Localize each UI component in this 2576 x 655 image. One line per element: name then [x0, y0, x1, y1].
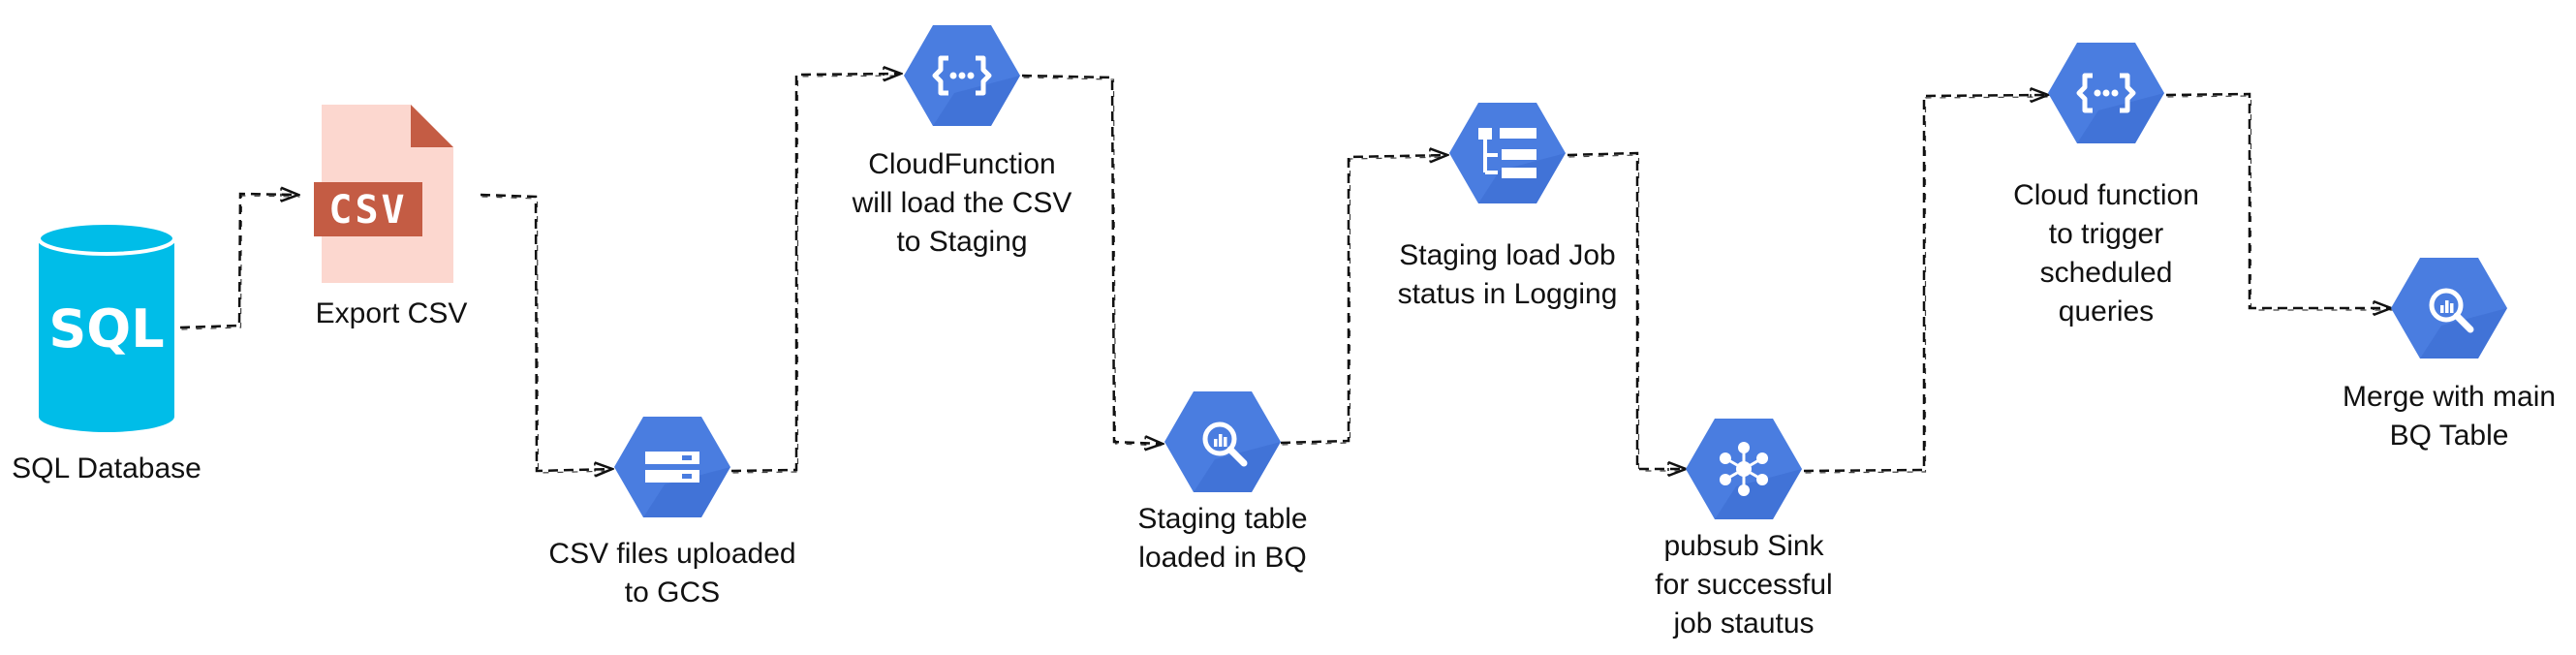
node-bq2	[2391, 258, 2507, 359]
label-line: CSV files uploaded	[548, 538, 796, 570]
bigquery-icon-glyph	[1202, 421, 1248, 467]
cloud-functions-icon	[2048, 43, 2164, 143]
node-csv: CSV	[314, 105, 453, 283]
connector-log-to-pubsub	[1567, 151, 1686, 469]
node-sql: SQL	[37, 221, 176, 432]
connector-gcs-to-cf1	[730, 74, 901, 473]
node-bq1	[1164, 391, 1281, 492]
cloud-functions-icon	[904, 25, 1020, 126]
label-line: CloudFunction	[868, 148, 1056, 180]
label-cf1: CloudFunction will load the CSV to Staging	[853, 145, 1072, 262]
label-pubsub: pubsub Sink for successful job stautus	[1655, 527, 1832, 643]
label-line: queries	[2058, 296, 2155, 328]
connector-shadow	[2167, 95, 2393, 311]
bigquery-icon	[1164, 391, 1281, 492]
connector-shadow	[481, 196, 614, 474]
label-line: Merge with main	[2342, 381, 2557, 413]
label-line: pubsub Sink	[1663, 530, 1824, 562]
hex-shade	[1194, 442, 1281, 492]
label-line: BQ Table	[2389, 420, 2509, 452]
label-bq1: Staging table loaded in BQ	[1137, 500, 1307, 577]
pubsub-icon	[1686, 419, 1802, 519]
node-cf1	[904, 25, 1020, 126]
label-log: Staging load Job status in Logging	[1398, 236, 1618, 314]
node-gcs	[614, 417, 730, 517]
connector-cf1-to-bq1	[1021, 74, 1163, 444]
label-line: job stautus	[1673, 608, 1815, 639]
csv-band	[314, 182, 422, 236]
connector-csv-to-gcs	[480, 193, 612, 471]
connector-sql-to-csv	[179, 194, 298, 329]
label-line: Export CSV	[315, 297, 468, 329]
label-line: will load the CSV	[852, 187, 1072, 219]
connectors	[179, 74, 2393, 474]
csv-file-icon: CSV	[314, 105, 453, 283]
hex-shade	[1715, 469, 1802, 519]
label-line: status in Logging	[1397, 278, 1618, 310]
connector-shadow	[1023, 77, 1164, 447]
connector-shadow	[1805, 96, 2050, 474]
csv-icon-text: CSV	[328, 188, 407, 233]
label-bq2: Merge with main BQ Table	[2343, 378, 2556, 455]
cloud-functions-icon-glyph	[932, 55, 992, 96]
bigquery-icon-glyph	[2429, 288, 2474, 333]
label-sql: SQL Database	[12, 450, 202, 488]
label-line: Staging table	[1137, 503, 1308, 535]
hex-shade	[2420, 308, 2507, 359]
connector-shadow	[1568, 154, 1688, 472]
label-line: Cloud function	[2013, 179, 2199, 211]
label-line: for successful	[1655, 569, 1833, 601]
node-pubsub	[1686, 419, 1802, 519]
cloud-functions-icon-glyph	[2076, 73, 2136, 113]
cloud-storage-icon	[614, 417, 730, 517]
hex-shade	[2077, 93, 2164, 143]
csv-page-fold	[411, 105, 453, 147]
sql-cylinder-body	[39, 238, 174, 432]
bigquery-icon	[2391, 258, 2507, 359]
connector-bq1-to-log	[1280, 155, 1447, 445]
node-log	[1449, 103, 1566, 203]
label-line: to Staging	[896, 226, 1028, 258]
cloud-logging-icon-glyph	[1478, 128, 1536, 178]
sql-database-icon: SQL	[37, 221, 176, 432]
hex-shade	[933, 76, 1020, 126]
connector-shadow	[1282, 156, 1449, 446]
label-gcs: CSV files uploaded to GCS	[548, 535, 795, 612]
label-line: to GCS	[624, 577, 721, 608]
label-line: Staging load Job	[1399, 239, 1616, 271]
cloud-storage-icon-glyph	[645, 452, 699, 483]
label-cf2: Cloud function to trigger scheduled queries	[2013, 176, 2199, 331]
label-line: loaded in BQ	[1138, 542, 1307, 574]
label-line: scheduled	[2039, 257, 2173, 289]
label-line: to trigger	[2048, 218, 2164, 250]
connector-cf2-to-bq2	[2165, 92, 2391, 308]
label-csv: Export CSV	[316, 295, 468, 333]
connector-shadow	[732, 75, 903, 474]
pubsub-icon-glyph	[1719, 442, 1769, 496]
label-line: SQL Database	[12, 452, 202, 484]
hex-shade	[643, 467, 730, 517]
connector-shadow	[181, 195, 300, 330]
sql-cylinder-top	[37, 221, 176, 256]
sql-icon-text: SQL	[48, 298, 164, 359]
nodes: SQL CSV	[37, 25, 2507, 519]
node-cf2	[2048, 43, 2164, 143]
cloud-logging-icon	[1449, 103, 1566, 203]
